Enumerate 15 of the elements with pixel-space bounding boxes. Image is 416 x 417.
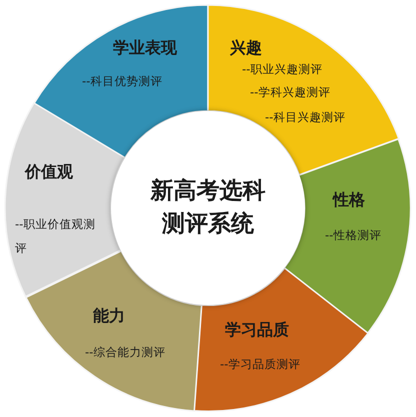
segment-heading: 价值观	[24, 162, 73, 182]
segment-heading: 兴趣	[230, 38, 262, 58]
segment-subtitle: --职业价值观测评	[14, 216, 96, 258]
segment-heading: 能力	[92, 306, 125, 326]
center-title: 新高考选科测评系统	[149, 176, 266, 239]
segment-subtitle: --职业兴趣测评	[242, 63, 322, 77]
segment-heading: 性格	[332, 190, 365, 210]
segment-subtitle: --科目优势测评	[82, 75, 162, 89]
segment-subtitle: --科目兴趣测评	[265, 111, 346, 125]
segment-subtitle: --性格测评	[324, 228, 382, 243]
segment-subtitle: --学习品质测评	[220, 358, 300, 372]
segment-subtitle: --综合能力测评	[84, 346, 166, 360]
segment-heading: 学业表现	[112, 38, 177, 58]
segment-subtitle: --学科兴趣测评	[250, 86, 330, 100]
segment-heading: 学习品质	[224, 320, 289, 340]
